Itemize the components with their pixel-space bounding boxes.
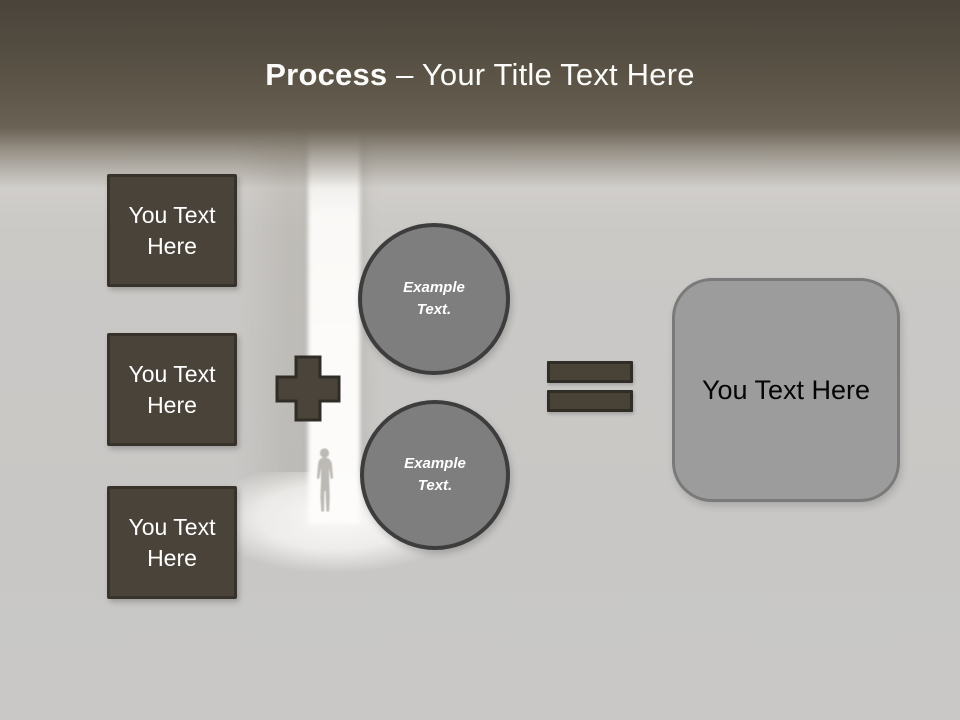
header-band xyxy=(0,0,960,200)
equals-bar-bottom xyxy=(547,390,633,412)
title-emphasis: Process xyxy=(265,57,388,92)
process-input-box-1: You Text Here xyxy=(107,174,237,287)
process-input-box-3: You Text Here xyxy=(107,486,237,599)
person-silhouette-icon xyxy=(316,448,334,512)
process-input-box-3-label: You Text Here xyxy=(128,513,216,571)
title-rest: Your Title Text Here xyxy=(421,57,695,92)
example-circle-2-label: Example Text. xyxy=(404,455,466,494)
process-input-box-2: You Text Here xyxy=(107,333,237,446)
process-input-box-1-label: You Text Here xyxy=(128,201,216,259)
example-circle-1: Example Text. xyxy=(358,223,510,375)
wall-shadow xyxy=(238,135,312,530)
process-input-box-2-label: You Text Here xyxy=(128,360,216,418)
example-circle-1-label: Example Text. xyxy=(403,279,465,318)
result-box: You Text Here xyxy=(672,278,900,502)
plus-icon xyxy=(275,355,341,422)
title-separator: – xyxy=(387,57,422,92)
example-circle-2: Example Text. xyxy=(360,400,510,550)
result-box-label: You Text Here xyxy=(701,374,871,405)
slide-title: Process – Your Title Text Here xyxy=(0,55,960,95)
equals-bar-top xyxy=(547,361,633,383)
equals-icon xyxy=(547,361,633,412)
